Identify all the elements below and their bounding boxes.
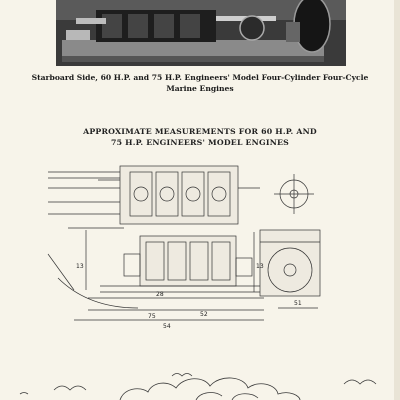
dimension-54: 54 [163,323,171,330]
engine-photograph [56,0,346,66]
dimension-52: 52 [200,311,208,318]
decorative-scenery-illustration [19,373,377,400]
section-heading: APPROXIMATE MEASUREMENTS FOR 60 H.P. AND… [40,126,360,148]
dimension-28: 28 [156,291,164,298]
dimension-75: 75 [148,313,156,320]
dimension-51: 51 [294,300,302,307]
heading-line-1: APPROXIMATE MEASUREMENTS FOR 60 H.P. AND [83,127,317,136]
heading-line-2: 75 H.P. ENGINEERS' MODEL ENGINES [110,138,290,147]
page-edge [394,0,400,400]
engine-photo-graphic [56,0,346,66]
dimension-13-left: 13 [76,263,84,270]
dimension-13-right: 13 [256,263,264,270]
measurement-drawing: 54 52 75 51 28 13 13 [47,165,321,330]
photo-caption: Starboard Side, 60 H.P. and 75 H.P. Engi… [31,73,369,93]
